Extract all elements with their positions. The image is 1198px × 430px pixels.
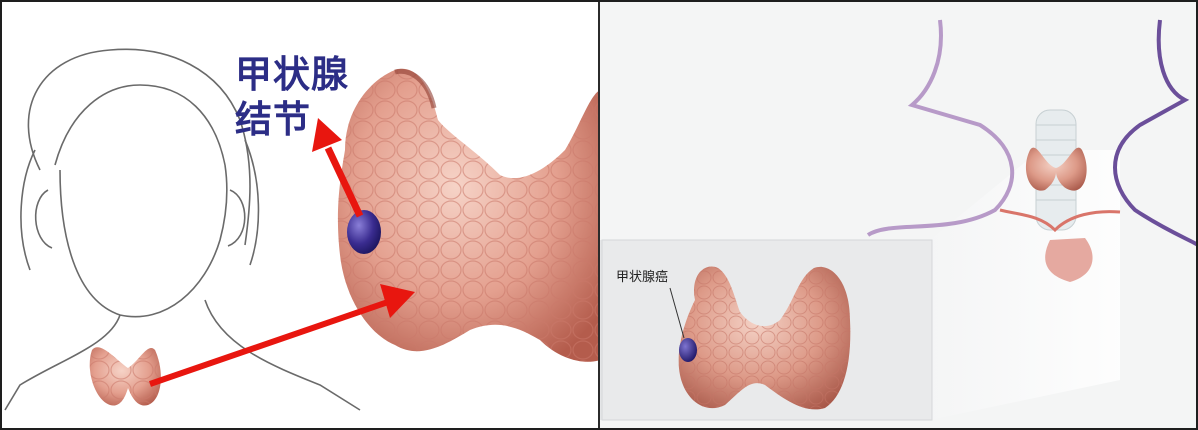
inset-thyroid-illustration [678, 266, 851, 410]
pointer-arrows [149, 118, 415, 387]
cancer-nodule-marker [679, 338, 697, 362]
left-illustration [4, 48, 598, 411]
thyroid-nodule-label: 甲状腺 结节 [235, 52, 349, 142]
right-illustration [600, 19, 1198, 421]
right-illustration-panel: 甲状腺癌 [600, 0, 1198, 430]
enlarged-thyroid-illustration [337, 68, 598, 362]
left-illustration-panel: 甲状腺 结节 [4, 0, 600, 430]
neck-silhouette [866, 19, 1198, 247]
head-outline [4, 48, 361, 411]
small-thyroid-icon [89, 347, 161, 406]
thyroid-cancer-label: 甲状腺癌 [616, 270, 669, 285]
callout-line [669, 287, 685, 339]
nodule-marker [347, 210, 381, 254]
trachea-and-vessels [999, 109, 1121, 282]
label-line-1: 甲状腺 [235, 53, 349, 96]
label-line-2: 结节 [235, 98, 311, 141]
